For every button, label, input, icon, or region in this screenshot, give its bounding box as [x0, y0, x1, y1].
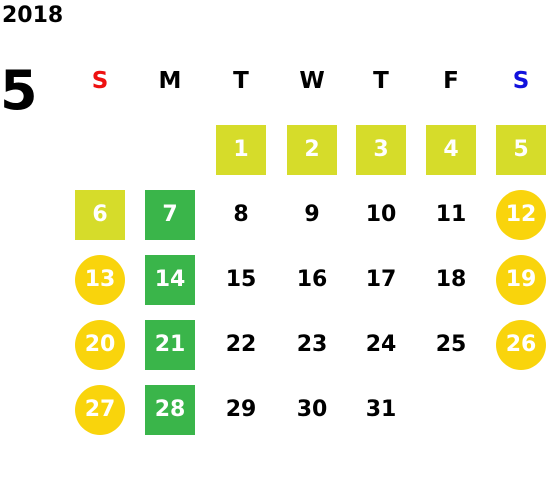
day-19-holiday[interactable]: 19 — [496, 255, 546, 305]
day-31[interactable]: 31 — [365, 397, 397, 422]
calendar-month: 5 — [0, 59, 38, 122]
day-18[interactable]: 18 — [435, 267, 467, 292]
day-25[interactable]: 25 — [435, 332, 467, 357]
day-28-green[interactable]: 28 — [145, 385, 195, 435]
day-29[interactable]: 29 — [225, 397, 257, 422]
day-11[interactable]: 11 — [435, 202, 467, 227]
day-23[interactable]: 23 — [296, 332, 328, 357]
day-22[interactable]: 22 — [225, 332, 257, 357]
day-5-lime[interactable]: 5 — [496, 125, 546, 175]
weekday-sat: S — [512, 68, 530, 94]
day-17[interactable]: 17 — [365, 267, 397, 292]
day-6-lime[interactable]: 6 — [75, 190, 125, 240]
weekday-mon: M — [158, 68, 182, 94]
day-20-holiday[interactable]: 20 — [75, 320, 125, 370]
day-12-holiday[interactable]: 12 — [496, 190, 546, 240]
weekday-fri: F — [443, 68, 459, 94]
weekday-wed: W — [299, 68, 325, 94]
day-3-lime[interactable]: 3 — [356, 125, 406, 175]
day-7-green[interactable]: 7 — [145, 190, 195, 240]
day-2-lime[interactable]: 2 — [287, 125, 337, 175]
day-21-green[interactable]: 21 — [145, 320, 195, 370]
day-24[interactable]: 24 — [365, 332, 397, 357]
day-4-lime[interactable]: 4 — [426, 125, 476, 175]
day-8[interactable]: 8 — [233, 202, 249, 227]
weekday-sun: S — [91, 68, 109, 94]
day-27-holiday[interactable]: 27 — [75, 385, 125, 435]
day-26-holiday[interactable]: 26 — [496, 320, 546, 370]
calendar-year: 2018 — [2, 3, 64, 28]
weekday-thu: T — [373, 68, 389, 94]
day-13-holiday[interactable]: 13 — [75, 255, 125, 305]
day-30[interactable]: 30 — [296, 397, 328, 422]
day-9[interactable]: 9 — [304, 202, 320, 227]
weekday-tue: T — [233, 68, 249, 94]
day-16[interactable]: 16 — [296, 267, 328, 292]
day-10[interactable]: 10 — [365, 202, 397, 227]
day-1-lime[interactable]: 1 — [216, 125, 266, 175]
day-15[interactable]: 15 — [225, 267, 257, 292]
day-14-green[interactable]: 14 — [145, 255, 195, 305]
